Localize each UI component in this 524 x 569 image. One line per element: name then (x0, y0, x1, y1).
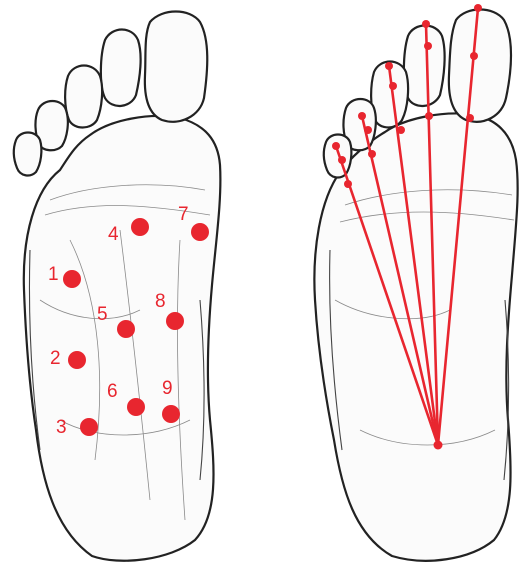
right-foot-sole (314, 114, 517, 561)
left-foot-sole (24, 116, 221, 561)
point-8-marker (166, 312, 184, 330)
point-7-label: 7 (178, 204, 189, 225)
joint-marker (368, 150, 376, 158)
point-2-marker (68, 351, 86, 369)
left-foot: 1 2 3 4 5 6 7 8 9 (14, 12, 221, 561)
point-3-label: 3 (56, 417, 67, 438)
joint-marker (470, 52, 478, 60)
joint-marker (344, 180, 352, 188)
left-foot-toe-5 (14, 133, 42, 176)
joint-marker (425, 112, 433, 120)
point-8-label: 8 (155, 291, 166, 312)
point-6-label: 6 (107, 381, 118, 402)
point-1-label: 1 (48, 264, 59, 285)
point-7-marker (191, 223, 209, 241)
left-foot-toe-3 (65, 66, 102, 128)
point-5-marker (117, 320, 135, 338)
right-foot (314, 4, 517, 561)
joint-marker (474, 4, 482, 12)
point-5-label: 5 (97, 304, 108, 325)
joint-marker (466, 114, 474, 122)
right-foot-toe-2 (404, 26, 445, 106)
point-3-marker (80, 418, 98, 436)
point-4-marker (131, 218, 149, 236)
joint-marker (422, 20, 430, 28)
joint-marker (364, 126, 372, 134)
point-1-marker (63, 270, 81, 288)
point-6-marker (127, 398, 145, 416)
point-9-label: 9 (162, 378, 173, 399)
left-foot-big-toe (145, 12, 207, 122)
joint-marker (338, 156, 346, 164)
joint-marker (385, 62, 393, 70)
left-foot-toe-2 (101, 30, 141, 106)
joint-marker (358, 112, 366, 120)
heel-joint (434, 441, 443, 450)
joint-marker (397, 126, 405, 134)
joint-marker (389, 82, 397, 90)
joint-marker (332, 142, 340, 150)
point-9-marker (162, 405, 180, 423)
right-foot-big-toe (449, 10, 511, 122)
point-2-label: 2 (50, 348, 61, 369)
joint-marker (424, 42, 432, 50)
point-4-label: 4 (108, 224, 119, 245)
right-foot-toe-5 (324, 135, 352, 178)
